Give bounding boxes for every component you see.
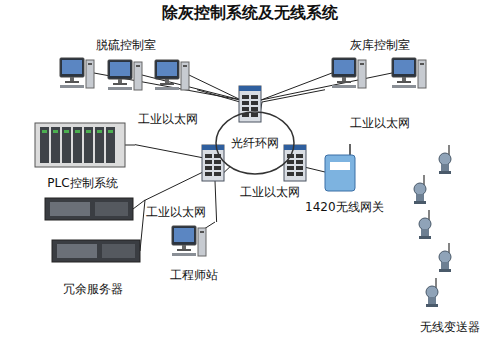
server-group: 冗余服务器 <box>40 194 145 298</box>
plc-module <box>51 127 60 163</box>
plc-led <box>64 130 69 133</box>
node-label: 工程师站 <box>170 268 218 282</box>
plc-led <box>75 130 80 133</box>
wire <box>189 75 241 100</box>
network-label: 工业以太网 <box>240 185 300 199</box>
plc-led <box>53 130 58 133</box>
node-label: 脱硫控制室 <box>96 38 156 52</box>
node-label: 冗余服务器 <box>63 282 123 296</box>
computer-icon <box>392 58 426 88</box>
plc-frame <box>35 123 125 167</box>
computer-icon <box>172 226 206 256</box>
server-chassis <box>52 240 140 262</box>
server-icon <box>45 198 140 262</box>
network-label: 工业以太网 <box>138 112 198 126</box>
wire <box>133 200 145 209</box>
node-label: 光纤环网 <box>231 136 279 150</box>
computer-icon <box>108 60 142 90</box>
transmitter-icon <box>426 278 438 307</box>
plc-led <box>108 130 113 133</box>
wire-group <box>94 73 392 251</box>
node-label: PLC控制系统 <box>47 176 117 190</box>
drive-bay <box>50 202 90 216</box>
wireless-gateway: 1420无线网关 <box>300 150 389 216</box>
control-room: 灰库控制室 <box>325 36 435 104</box>
drive-bay <box>95 202 128 216</box>
plc-module <box>95 127 104 163</box>
plc-led <box>42 130 47 133</box>
transmitter-group: 无线变送器 <box>408 140 492 336</box>
network-label: 工业以太网 <box>146 205 206 219</box>
computer-icon <box>332 58 366 88</box>
switch-icon <box>284 145 306 181</box>
engineer-station: 工程师站 <box>165 222 223 284</box>
plc-led <box>86 130 91 133</box>
wire <box>261 73 392 100</box>
plc-module <box>73 127 82 163</box>
plc-system: PLC控制系统 <box>30 118 135 192</box>
wire <box>125 145 135 146</box>
computer-icon <box>155 60 189 90</box>
wire <box>140 200 145 251</box>
transmitter-icon <box>419 210 431 239</box>
node-label: 无线变送器 <box>420 320 480 334</box>
transmitter-icon <box>414 175 426 204</box>
node-label: 灰库控制室 <box>350 38 410 52</box>
gateway-body <box>325 155 355 191</box>
plc-module <box>84 127 93 163</box>
plc-rack <box>35 123 125 167</box>
computer-icon <box>60 58 94 88</box>
wire <box>261 73 332 100</box>
gateway-plate <box>330 162 350 170</box>
network-label: 工业以太网 <box>350 116 410 130</box>
drive-bay <box>57 244 97 258</box>
control-room: 脱硫控制室 <box>55 36 197 104</box>
transmitter-icon <box>439 145 451 174</box>
node-label: 1420无线网关 <box>305 200 384 214</box>
diagram-title: 除灰控制系统及无线系统 <box>0 3 500 22</box>
switch-icon <box>202 145 224 181</box>
plc-module <box>62 127 71 163</box>
plc-led <box>97 130 102 133</box>
antenna <box>349 144 351 155</box>
fiber-ring: 光纤环网 <box>215 111 295 175</box>
drive-bay <box>102 244 135 258</box>
server-chassis <box>45 198 133 220</box>
ring-ellipse <box>216 112 294 174</box>
plc-module <box>106 127 115 163</box>
transmitter-icon <box>439 243 451 272</box>
switch-icon <box>239 86 261 122</box>
plc-module <box>40 127 49 163</box>
gateway-icon <box>325 144 355 191</box>
